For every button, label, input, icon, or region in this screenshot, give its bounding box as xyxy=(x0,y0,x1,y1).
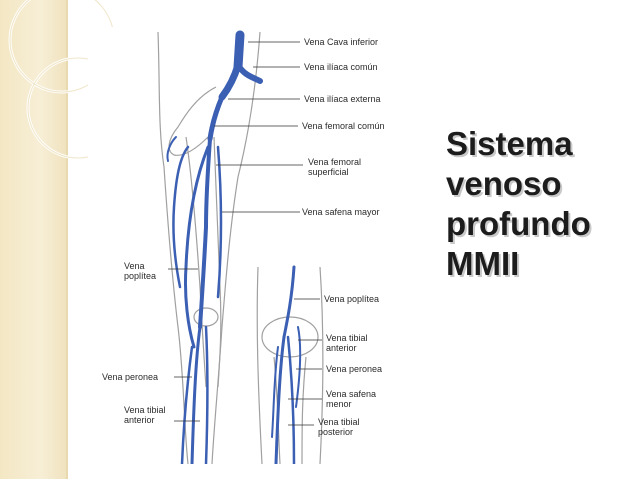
label-tibial-post-line1: Vena tibial xyxy=(318,417,360,427)
label-poplitea-left-line1: Vena xyxy=(124,261,145,271)
label-vena-iliaca-externa: Vena ilíaca externa xyxy=(304,94,381,104)
leg-veins-drawing xyxy=(157,30,324,464)
leader-lines xyxy=(168,41,322,426)
label-vena-femoral-superficial: Vena femoral superficial xyxy=(308,157,361,177)
decorative-strip-edge xyxy=(66,0,68,479)
title-line-1: Sistema xyxy=(446,125,573,162)
title-line-3: profundo xyxy=(446,205,591,242)
label-vena-cava-inferior: Vena Cava inferior xyxy=(304,37,379,47)
label-vena-poplitea-right: Vena poplítea xyxy=(324,294,380,304)
label-tibial-ant-right-line2: anterior xyxy=(326,343,357,353)
label-tibial-ant-left-line1: Vena tibial xyxy=(124,405,166,415)
title-line-4: MMII xyxy=(446,245,520,282)
label-vena-tibial-anterior-left: Vena tibial anterior xyxy=(124,405,166,425)
label-vena-safena-menor: Vena safena menor xyxy=(326,389,376,409)
label-tibial-post-line2: posterior xyxy=(318,427,354,437)
label-vena-iliaca-comun: Vena ilíaca común xyxy=(304,62,378,72)
label-vena-safena-mayor: Vena safena mayor xyxy=(302,207,380,217)
label-vena-tibial-posterior: Vena tibial posterior xyxy=(318,417,360,437)
label-vena-tibial-anterior-right: Vena tibial anterior xyxy=(326,333,368,353)
venous-system-illustration: Vena Cava inferior Vena ilíaca común Ven… xyxy=(88,27,410,464)
label-femoral-sup-line1: Vena femoral xyxy=(308,157,362,167)
label-vena-poplitea-left: Vena poplítea xyxy=(124,261,156,281)
decorative-side-strip xyxy=(0,0,68,479)
label-tibial-ant-left-line2: anterior xyxy=(124,415,155,425)
label-vena-peronea-right: Vena peronea xyxy=(326,364,383,374)
label-vena-peronea-left: Vena peronea xyxy=(102,372,159,382)
label-tibial-ant-right-line1: Vena tibial xyxy=(326,333,368,343)
slide-title: Sistema venoso profundo MMII xyxy=(446,124,631,284)
veins xyxy=(166,30,302,464)
title-line-2: venoso xyxy=(446,165,562,202)
label-vena-femoral-comun: Vena femoral común xyxy=(302,121,385,131)
label-poplitea-left-line2: poplítea xyxy=(124,271,157,281)
label-femoral-sup-line2: superficial xyxy=(308,167,349,177)
label-safena-menor-line2: menor xyxy=(326,399,352,409)
label-safena-menor-line1: Vena safena xyxy=(326,389,377,399)
